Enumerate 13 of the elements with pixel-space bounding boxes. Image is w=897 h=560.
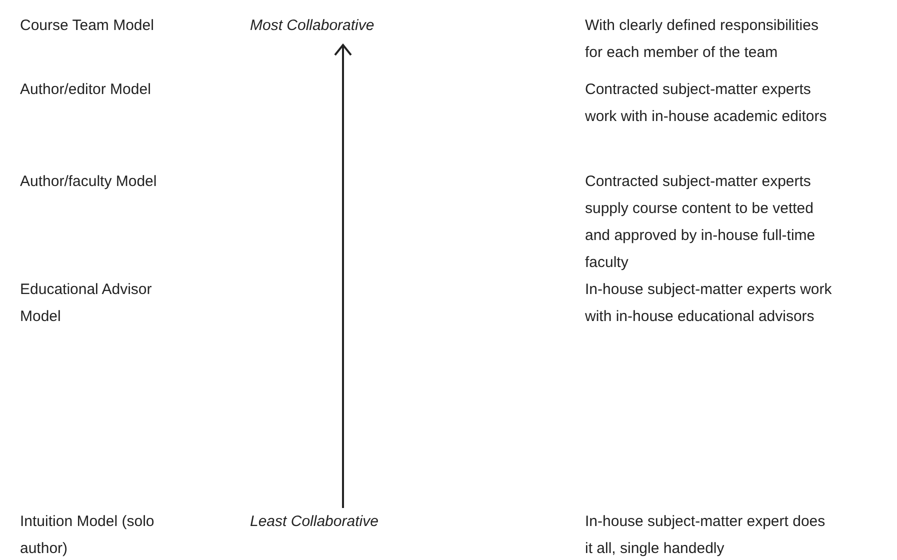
model-description: In-house subject-matter experts work with in-house educational advisors	[585, 280, 833, 327]
model-name: Course Team Model	[20, 16, 155, 36]
model-name: Intuition Model (solo author)	[20, 512, 156, 559]
arrow	[334, 44, 352, 508]
model-description: With clearly defined responsibilities for each member of the team	[585, 16, 820, 63]
model-name: Author/faculty Model	[20, 172, 158, 192]
model-description: In-house subject-matter expert does it all, single handedly	[585, 512, 826, 559]
model-description: Contracted subject-matter experts work with in-house academic editors	[585, 80, 828, 127]
model-description: Contracted subject-matter experts supply course content to be vetted and approved by in-house full-time faculty	[585, 172, 816, 273]
scale-end-label: Most Collaborative	[250, 12, 374, 39]
model-name: Author/editor Model	[20, 80, 152, 100]
scale-end-label: Least Collaborative	[250, 508, 378, 535]
model-name: Educational Advisor Model	[20, 280, 153, 327]
